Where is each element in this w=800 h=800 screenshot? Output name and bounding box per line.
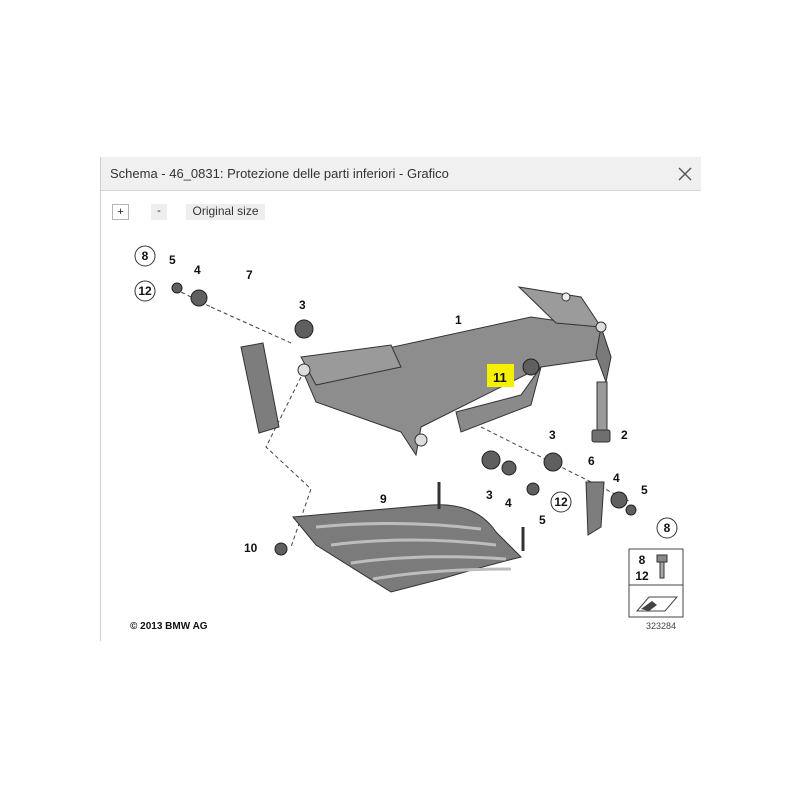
callout-7[interactable]: 7 xyxy=(246,268,253,282)
diagram-dialog: Schema - 46_0831: Protezione delle parti… xyxy=(100,157,701,641)
callout-12-left[interactable]: 12 xyxy=(138,284,152,298)
callout-12-right[interactable]: 12 xyxy=(554,495,568,509)
callout-11[interactable]: 11 xyxy=(493,370,507,385)
callout-8-left-circle xyxy=(134,245,156,267)
callout-5-right[interactable]: 5 xyxy=(641,483,648,497)
legend-8: 8 xyxy=(639,553,646,567)
zoom-toolbar: + - Original size xyxy=(101,191,701,227)
copyright-text: © 2013 BMW AG xyxy=(130,621,208,632)
close-button[interactable] xyxy=(675,164,695,184)
callout-2[interactable]: 2 xyxy=(621,428,628,442)
parts-diagram: 1 2 3 3 3 4 4 4 5 5 5 6 7 9 10 8 xyxy=(134,245,684,618)
bolt-part-2 xyxy=(591,381,611,443)
callout-11-highlight xyxy=(487,364,514,387)
callout-3-right[interactable]: 3 xyxy=(549,428,556,442)
skid-plate-part xyxy=(292,482,525,593)
bracket-part-6 xyxy=(585,481,605,536)
callout-4-right[interactable]: 4 xyxy=(613,471,620,485)
legend-box: 8 12 xyxy=(628,548,684,618)
close-icon xyxy=(678,167,692,181)
callout-5-bottom[interactable]: 5 xyxy=(539,513,546,527)
arrow-shape-icon xyxy=(641,601,657,611)
callout-4-left[interactable]: 4 xyxy=(194,263,201,277)
callout-8-right-circle xyxy=(656,517,678,539)
callout-1[interactable]: 1 xyxy=(455,313,462,327)
callout-4-bottom[interactable]: 4 xyxy=(505,496,512,510)
callout-12-left-circle xyxy=(134,280,156,302)
bolt-head-icon xyxy=(656,554,668,563)
callout-10[interactable]: 10 xyxy=(244,541,258,555)
callout-8-left[interactable]: 8 xyxy=(142,249,149,263)
callout-8-right[interactable]: 8 xyxy=(664,521,671,535)
callout-12-right-circle xyxy=(550,491,572,513)
original-size-button[interactable]: Original size xyxy=(186,204,265,220)
dialog-title: Schema - 46_0831: Protezione delle parti… xyxy=(110,166,449,181)
bracket-part-7 xyxy=(240,342,280,434)
callout-9[interactable]: 9 xyxy=(380,492,387,506)
protection-frame-part xyxy=(297,286,612,457)
zoom-in-button[interactable]: + xyxy=(112,204,129,220)
callout-6[interactable]: 6 xyxy=(588,454,595,468)
image-number: 323284 xyxy=(646,621,677,631)
bushings xyxy=(171,282,637,556)
callout-5-left[interactable]: 5 xyxy=(169,253,176,267)
diagram-canvas[interactable]: 1 2 3 3 3 4 4 4 5 5 5 6 7 9 10 8 xyxy=(101,227,701,641)
callout-3-bottom[interactable]: 3 xyxy=(486,488,493,502)
legend-12: 12 xyxy=(635,569,649,583)
callout-3-top[interactable]: 3 xyxy=(299,298,306,312)
dialog-titlebar: Schema - 46_0831: Protezione delle parti… xyxy=(101,157,701,191)
bolt-shank-icon xyxy=(659,561,665,579)
zoom-out-button[interactable]: - xyxy=(151,204,167,220)
